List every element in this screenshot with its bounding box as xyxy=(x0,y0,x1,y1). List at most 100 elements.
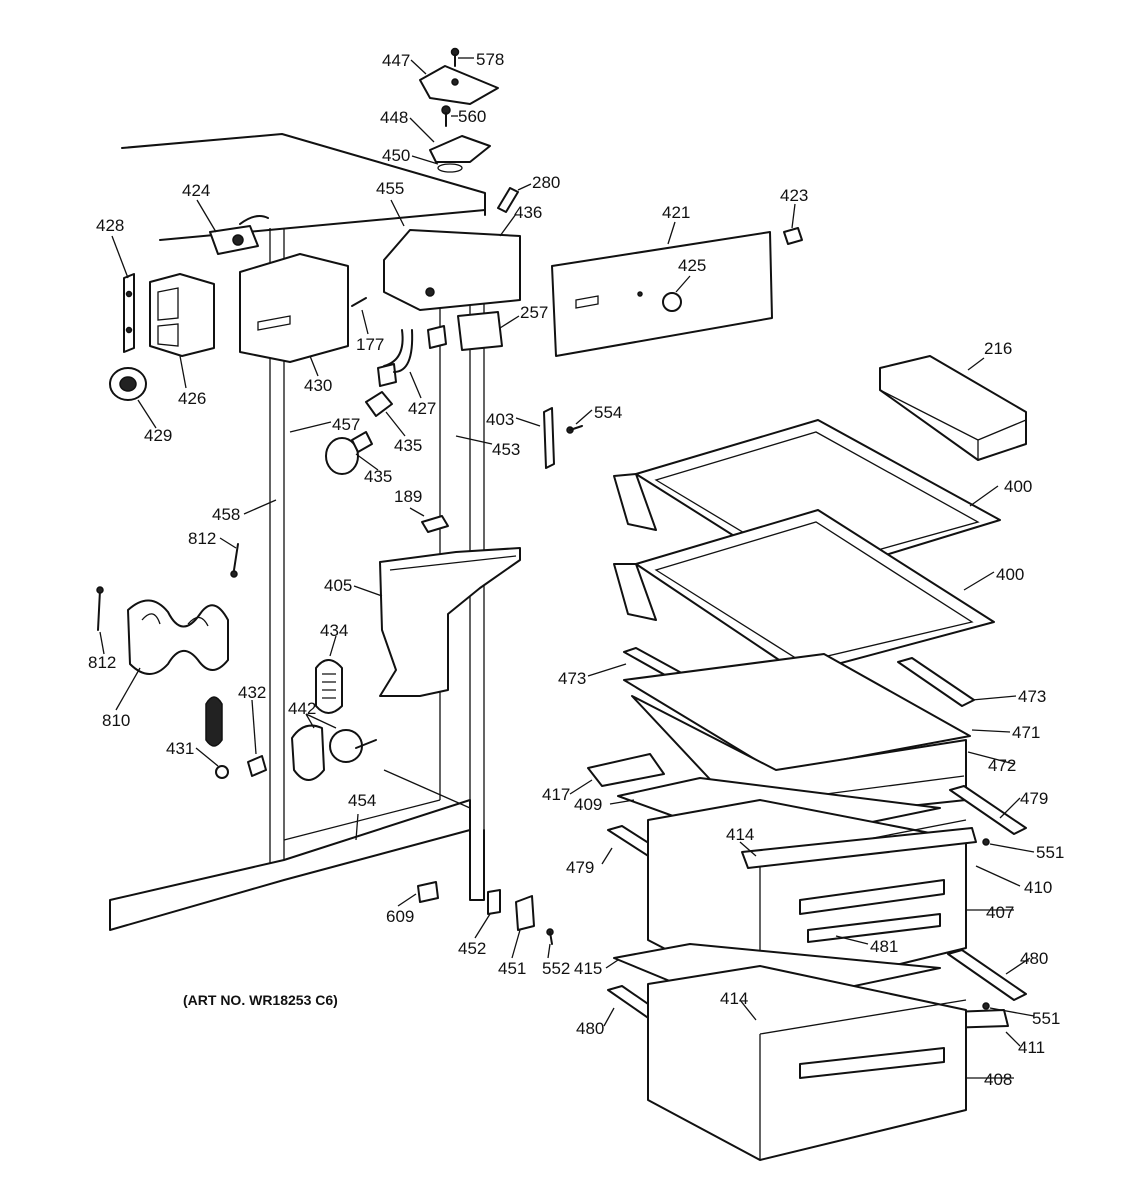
callout-455: 455 xyxy=(376,179,404,198)
callout-458: 458 xyxy=(212,505,240,524)
part-grille-434 xyxy=(315,659,343,714)
callout-812-upper: 812 xyxy=(188,529,216,548)
part-609 xyxy=(417,881,439,903)
callout-405: 405 xyxy=(324,576,352,595)
part-plug-812-upper xyxy=(230,543,239,578)
callout-481: 481 xyxy=(870,937,898,956)
callout-435-bulb: 435 xyxy=(364,467,392,486)
callout-442: 442 xyxy=(288,699,316,718)
callout-453: 453 xyxy=(492,440,520,459)
part-rail-479-right xyxy=(949,785,1027,835)
callout-578: 578 xyxy=(476,50,504,69)
leader-lines xyxy=(99,57,1035,1079)
part-rail-480-right xyxy=(947,949,1027,1001)
callout-400-lower: 400 xyxy=(996,565,1024,584)
callout-551-lower: 551 xyxy=(1032,1009,1060,1028)
callout-421: 421 xyxy=(662,203,690,222)
part-cover-471 xyxy=(623,653,971,773)
callout-450: 450 xyxy=(382,146,410,165)
part-screw-578 xyxy=(450,47,460,67)
callout-812-lower: 812 xyxy=(88,653,116,672)
part-hinge xyxy=(429,135,491,173)
part-heater-810 xyxy=(127,599,229,675)
part-bracket-452 xyxy=(487,889,501,915)
callout-428: 428 xyxy=(96,216,124,235)
callout-411: 411 xyxy=(1018,1038,1045,1057)
part-housing-426 xyxy=(149,273,215,357)
part-bracket-428 xyxy=(123,273,135,353)
part-screw-560 xyxy=(441,105,451,127)
part-rail-473-right xyxy=(897,657,975,707)
part-bin-216 xyxy=(879,355,1027,461)
callout-417: 417 xyxy=(542,785,570,804)
part-189 xyxy=(421,515,449,533)
callout-454: 454 xyxy=(348,791,376,810)
callout-431: 431 xyxy=(166,739,194,758)
callout-457: 457 xyxy=(332,415,360,434)
part-drawer-408 xyxy=(647,965,967,1161)
art-number-label: (ART NO. WR18253 C6) xyxy=(183,992,338,1008)
part-relay-257 xyxy=(457,311,503,351)
callout-448: 448 xyxy=(380,108,408,127)
callout-257: 257 xyxy=(520,303,548,322)
callout-216: 216 xyxy=(984,339,1012,358)
callout-414-upper: 414 xyxy=(726,825,754,844)
part-handle-481 xyxy=(807,913,941,943)
callout-427: 427 xyxy=(408,399,436,418)
part-screw-552 xyxy=(546,928,554,945)
callout-479-left: 479 xyxy=(566,858,594,877)
callout-407: 407 xyxy=(986,903,1014,922)
callout-labels: 447 578 448 560 450 280 455 436 421 423 … xyxy=(88,50,1064,1089)
callout-554: 554 xyxy=(594,403,622,422)
callout-473-left: 473 xyxy=(558,669,586,688)
callout-451: 451 xyxy=(498,959,526,978)
callout-480-right: 480 xyxy=(1020,949,1048,968)
callout-560: 560 xyxy=(458,107,486,126)
callout-473-right: 473 xyxy=(1018,687,1046,706)
callout-432: 432 xyxy=(238,683,266,702)
part-rail-417 xyxy=(587,753,665,787)
part-screws-551 xyxy=(982,838,990,1010)
part-screw-177 xyxy=(351,297,367,307)
part-thermostat-424 xyxy=(209,215,269,255)
part-screw-554 xyxy=(566,425,583,434)
callout-415: 415 xyxy=(574,959,602,978)
callout-403: 403 xyxy=(486,410,514,429)
part-cap-432 xyxy=(247,755,267,777)
callout-426: 426 xyxy=(178,389,206,408)
part-knob-423 xyxy=(783,227,803,245)
callout-436: 436 xyxy=(514,203,542,222)
part-duct-405 xyxy=(379,547,521,697)
part-hinge-451 xyxy=(515,895,535,931)
callout-429: 429 xyxy=(144,426,172,445)
callout-430: 430 xyxy=(304,376,332,395)
part-light-cover-431 xyxy=(205,696,229,779)
part-plug-812-lower xyxy=(96,586,104,631)
part-bracket-403 xyxy=(543,407,555,469)
callout-424: 424 xyxy=(182,181,210,200)
callout-434: 434 xyxy=(320,621,348,640)
callout-609: 609 xyxy=(386,907,414,926)
callout-408: 408 xyxy=(984,1070,1012,1089)
callout-435-socket: 435 xyxy=(394,436,422,455)
part-wire-harness-427 xyxy=(377,325,447,387)
callout-810: 810 xyxy=(102,711,130,730)
part-cover-430 xyxy=(239,253,349,363)
callout-479-right: 479 xyxy=(1020,789,1048,808)
callout-452: 452 xyxy=(458,939,486,958)
part-shelf-400-upper xyxy=(613,419,1001,581)
part-280 xyxy=(497,187,519,213)
callout-447: 447 xyxy=(382,51,410,70)
part-shelf-400-lower xyxy=(613,509,995,675)
callout-472: 472 xyxy=(988,756,1016,775)
callout-425: 425 xyxy=(678,256,706,275)
part-housing-436 xyxy=(383,229,521,311)
part-control-panel-421 xyxy=(551,231,773,357)
callout-480-left: 480 xyxy=(576,1019,604,1038)
callout-177: 177 xyxy=(356,335,384,354)
part-socket-435 xyxy=(365,391,393,417)
callout-423: 423 xyxy=(780,186,808,205)
part-frame-410 xyxy=(741,827,977,869)
callout-189: 189 xyxy=(394,487,422,506)
